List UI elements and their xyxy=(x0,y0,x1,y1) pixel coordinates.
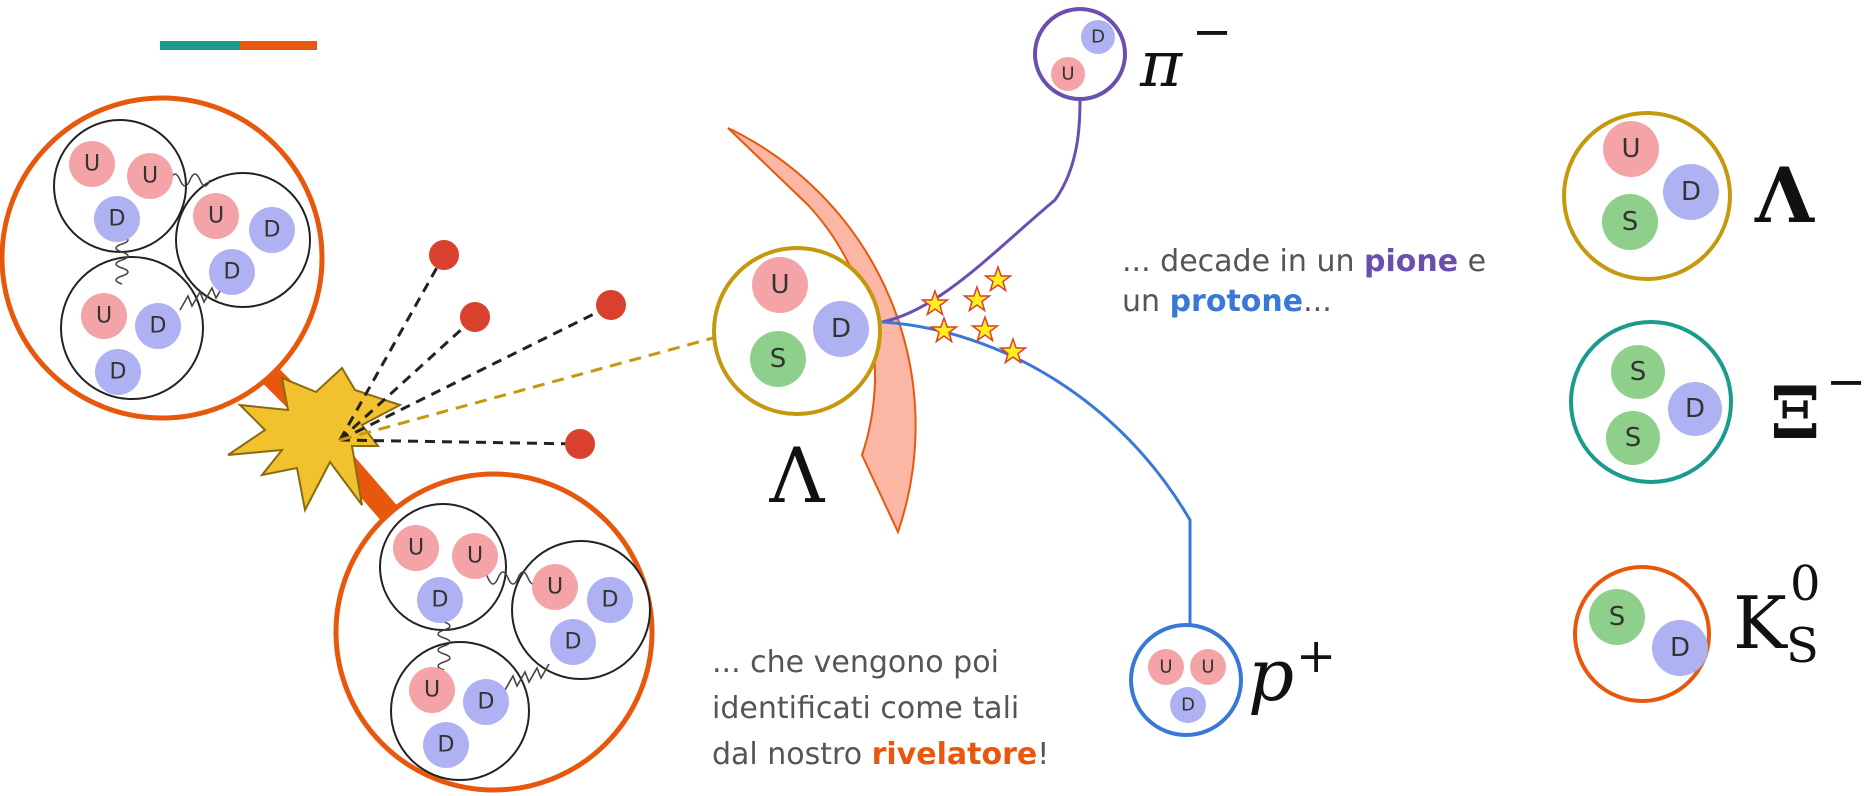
quark-label: U xyxy=(208,204,224,229)
pion-track xyxy=(882,100,1080,322)
quark-label: S xyxy=(1622,207,1639,237)
legend-kaon-label: K xyxy=(1733,581,1788,665)
hit-star-icon xyxy=(973,317,998,341)
quark-label: U xyxy=(770,270,789,300)
caption-line-1: ... che vengono poi xyxy=(712,645,999,680)
quark-label: D xyxy=(602,588,619,613)
particle-dot xyxy=(565,429,595,459)
hit-star-icon xyxy=(965,287,990,311)
quark-label: S xyxy=(1625,423,1642,453)
quark-label: U xyxy=(547,575,563,600)
legend-xi-label: Ξ xyxy=(1770,370,1821,455)
quark-label: U xyxy=(1621,134,1640,164)
quark-label: D xyxy=(1181,695,1195,716)
caption-text: un xyxy=(1122,284,1170,319)
quark-label: D xyxy=(478,690,495,715)
quark-label: U xyxy=(1061,64,1074,85)
pion-word: pione xyxy=(1364,244,1458,279)
proton-track xyxy=(882,322,1190,627)
caption-text: e xyxy=(1458,244,1486,279)
particle-dot xyxy=(596,290,626,320)
decay-caption: ... decade in un pione e un protone... xyxy=(1122,242,1522,322)
legend-kaon: S D xyxy=(1575,567,1709,701)
caption-line-2: identificati come tali xyxy=(712,691,1019,726)
quark-label: S xyxy=(1609,602,1626,632)
pion-charge: − xyxy=(1192,4,1232,60)
caption-text: ! xyxy=(1037,737,1049,772)
legend-lambda: U D S xyxy=(1564,113,1730,279)
quark-label: D xyxy=(264,218,281,243)
quark-label: U xyxy=(1201,657,1214,678)
quark-label: D xyxy=(150,314,167,339)
quark-label: S xyxy=(770,344,787,374)
quark-label: D xyxy=(565,630,582,655)
quark-label: D xyxy=(110,360,127,385)
pion-label: π xyxy=(1139,28,1183,102)
proton-particle: U U D xyxy=(1131,625,1241,735)
hit-star-icon xyxy=(932,318,957,342)
quark-label: D xyxy=(432,588,449,613)
legend-xi-charge: − xyxy=(1826,354,1866,410)
detector-word: rivelatore xyxy=(872,737,1038,772)
legend-lambda-label: Λ xyxy=(1754,151,1815,240)
quark-label: D xyxy=(109,207,126,232)
caption-text: ... xyxy=(1303,284,1332,319)
proton-label: p xyxy=(1248,633,1294,717)
legend-xi: S D S xyxy=(1571,322,1731,482)
quark-label: D xyxy=(1091,27,1105,48)
particle-dot xyxy=(460,302,490,332)
proton-word: protone xyxy=(1170,284,1304,319)
identify-caption: ... che vengono poi identificati come ta… xyxy=(712,640,1132,778)
lambda-label: Λ xyxy=(769,431,826,520)
quark-label: S xyxy=(1630,357,1647,387)
caption-text: ... decade in un xyxy=(1122,244,1364,279)
quark-label: U xyxy=(424,678,440,703)
particle-dot xyxy=(429,240,459,270)
quark-label: U xyxy=(467,544,483,569)
quark-label: U xyxy=(96,304,112,329)
legend-kaon-sup: 0 xyxy=(1790,556,1821,612)
quark-label: U xyxy=(142,164,158,189)
secondary-particles xyxy=(429,240,626,459)
hit-star-icon xyxy=(1001,339,1026,363)
quark-label: D xyxy=(438,733,455,758)
quark-label: D xyxy=(224,260,241,285)
caption-line-3: dal nostro xyxy=(712,737,872,772)
pion-meson: D U xyxy=(1035,9,1125,99)
quark-label: D xyxy=(1670,633,1690,663)
legend-kaon-sub: S xyxy=(1786,618,1819,674)
accent-bar xyxy=(160,41,317,50)
quark-label: U xyxy=(1159,657,1172,678)
lambda-baryon: U D S xyxy=(714,248,880,414)
quark-label: D xyxy=(1685,394,1705,424)
hit-star-icon xyxy=(986,267,1011,291)
detector-hits xyxy=(923,267,1026,363)
proton-zoom-lower: U U D U D D U D D xyxy=(336,474,652,790)
quark-label: D xyxy=(831,314,851,344)
proton-zoom-upper: U U D U D D U D D xyxy=(2,98,322,418)
quark-label: D xyxy=(1681,177,1701,207)
proton-charge: + xyxy=(1296,628,1336,684)
quark-label: U xyxy=(84,152,100,177)
quark-label: U xyxy=(408,536,424,561)
